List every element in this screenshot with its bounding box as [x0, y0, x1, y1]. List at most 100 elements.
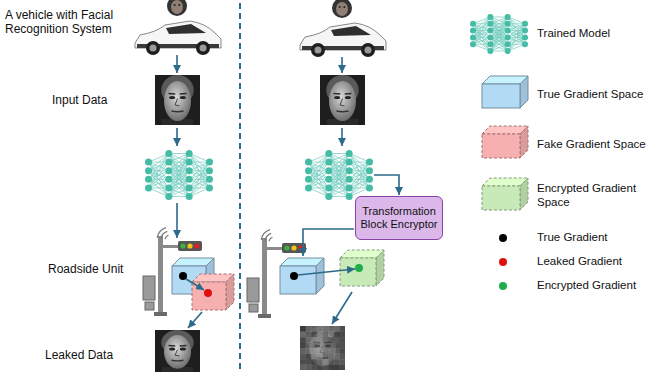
noise-cell [323, 348, 329, 354]
network-icon [145, 150, 213, 200]
network-neuron [470, 34, 476, 40]
nose [175, 350, 180, 356]
car-icon [300, 0, 386, 57]
noise-cell [300, 348, 306, 354]
network-neuron [346, 150, 353, 157]
legend-text: True Gradient [537, 231, 608, 245]
signal-wave [165, 235, 168, 239]
network-neuron [305, 176, 312, 183]
signal-wave [265, 233, 271, 240]
car-window [166, 24, 206, 34]
noise-cell [339, 337, 345, 343]
node-text: Transformation Block Encryptor [359, 205, 439, 230]
noise-cell [334, 359, 340, 365]
noise-cell [328, 326, 334, 332]
panel-label: A vehicle with Facial Recognition System [5, 8, 130, 37]
encrypted-gradient-cube [340, 250, 384, 286]
network-icon [305, 150, 373, 200]
arrow [374, 175, 399, 195]
nose [340, 99, 345, 107]
rsu-base [258, 314, 271, 318]
arrow [176, 55, 178, 73]
network-link [490, 17, 507, 51]
network-neuron [325, 150, 332, 157]
network-neuron [505, 21, 511, 27]
noise-cell [317, 348, 323, 354]
legend-dot [499, 282, 507, 290]
noise-cell [317, 343, 323, 349]
driver-face [171, 0, 183, 14]
network-icon [470, 14, 528, 54]
network-neuron [346, 159, 353, 166]
arrow [176, 203, 178, 238]
noise-cell [306, 343, 312, 349]
network-neuron [165, 184, 172, 191]
mouth [172, 110, 184, 112]
rsu-arm [267, 247, 283, 250]
face-skin [329, 81, 356, 121]
network-link [149, 162, 169, 188]
network-link [169, 154, 189, 197]
network-link [329, 154, 349, 197]
network-link [508, 31, 525, 51]
cube-side [520, 126, 528, 158]
network-neuron [325, 159, 332, 166]
car-window [331, 26, 371, 36]
noise-cell [300, 359, 306, 365]
noise-cell [311, 332, 317, 338]
rsu-arm [163, 245, 179, 248]
legend-dot [499, 234, 507, 242]
network-neuron [145, 167, 152, 174]
driver-eye [339, 6, 341, 8]
leak-arrow [186, 279, 204, 290]
face-background [320, 75, 365, 125]
true-gradient-cube [280, 258, 324, 294]
network-neuron [186, 193, 193, 200]
panel-label: Leaked Data [45, 348, 113, 362]
face-skin [164, 81, 191, 121]
legend-text: Encrypted Gradient Space [537, 182, 637, 210]
network-neuron [522, 28, 528, 34]
face-features [326, 75, 358, 125]
divider-line [239, 3, 241, 371]
noise-cell [306, 359, 312, 365]
network-neuron [470, 41, 476, 47]
legend-text: Encrypted Gradient [537, 279, 636, 293]
noise-cell [334, 332, 340, 338]
network-neuron [305, 184, 312, 191]
noise-cell [311, 354, 317, 360]
face-image [155, 75, 200, 125]
noise-cell [317, 332, 323, 338]
eye [345, 96, 351, 99]
network-neuron [165, 150, 172, 157]
network-neuron [165, 176, 172, 183]
true-gradient-dot [179, 272, 187, 280]
traffic-lamp [194, 243, 199, 248]
noise-cell [328, 337, 334, 343]
encrypted-face-image [300, 326, 345, 370]
noise-cell [323, 337, 329, 343]
network-neuron [366, 176, 373, 183]
noise-cell [328, 365, 334, 371]
noise-cell [306, 337, 312, 343]
traffic-lamp [291, 245, 296, 250]
noise-cell [339, 343, 345, 349]
driver-face [336, 2, 348, 16]
brow [180, 345, 187, 347]
network-neuron [305, 159, 312, 166]
cube-front [482, 84, 520, 108]
fake-gradient-cube [192, 274, 234, 310]
network-neuron [145, 184, 152, 191]
network-link [169, 171, 189, 197]
brow [169, 93, 176, 95]
brow [169, 345, 176, 347]
encrypt-arrow [298, 269, 355, 275]
brow [334, 93, 341, 95]
noise-cell [300, 365, 306, 371]
car-wheel [311, 43, 325, 57]
noise-cell [311, 365, 317, 371]
noise-cell [317, 365, 323, 371]
noise-cell [334, 337, 340, 343]
network-neuron [470, 21, 476, 27]
network-neuron [505, 41, 511, 47]
